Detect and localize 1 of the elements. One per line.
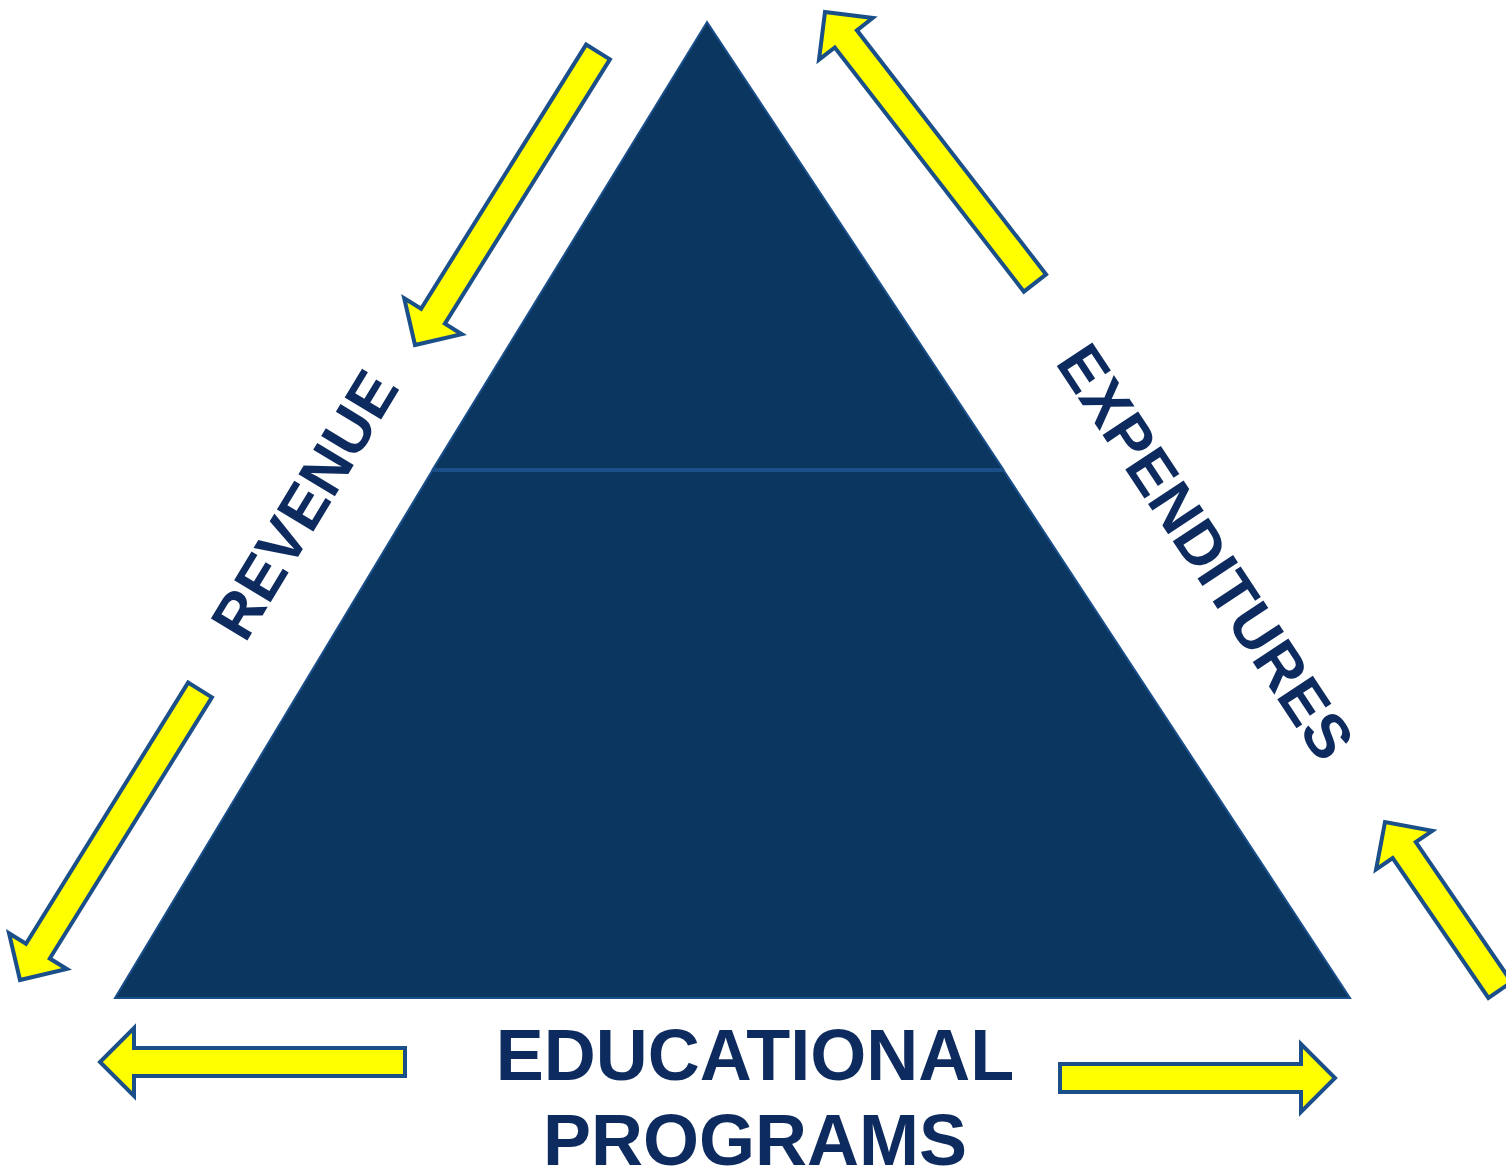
side-label: EDUCATIONAL PROGRAMS <box>494 1014 1016 1174</box>
